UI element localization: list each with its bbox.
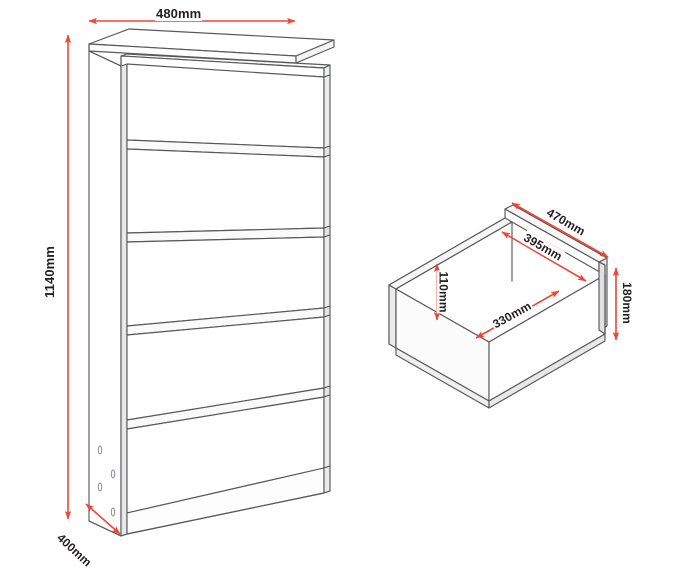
cabinet-drawer-front-5 [126, 394, 331, 514]
cabinet-left-side-panel [88, 43, 122, 537]
cabinet-drawer-front-2 [126, 148, 331, 234]
drawer-right-side-panel [598, 261, 606, 335]
cabinet-top-panel [88, 28, 335, 64]
cabinet-figure [88, 28, 335, 537]
cabinet-front-left-stile [120, 63, 128, 537]
dimension-label-drawer-outer-height: 180mm [619, 281, 634, 325]
dimension-label-drawer-inner-height: 110mm [436, 270, 451, 314]
dimension-label-cabinet-height: 1140mm [41, 245, 57, 299]
cabinet-dimension-lines [64, 17, 296, 535]
cabinet-top-rail [120, 53, 331, 78]
dimension-label-cabinet-width: 480mm [155, 6, 203, 21]
dimension-line-drawer-outer-width [511, 202, 609, 258]
cabinet-drawer-front-1 [126, 63, 331, 149]
dimension-line-cabinet-depth [85, 503, 121, 535]
cabinet-plinth [120, 465, 331, 537]
cabinet-drawer-front-4 [126, 314, 331, 421]
dimension-line-drawer-inner-width [501, 231, 587, 282]
